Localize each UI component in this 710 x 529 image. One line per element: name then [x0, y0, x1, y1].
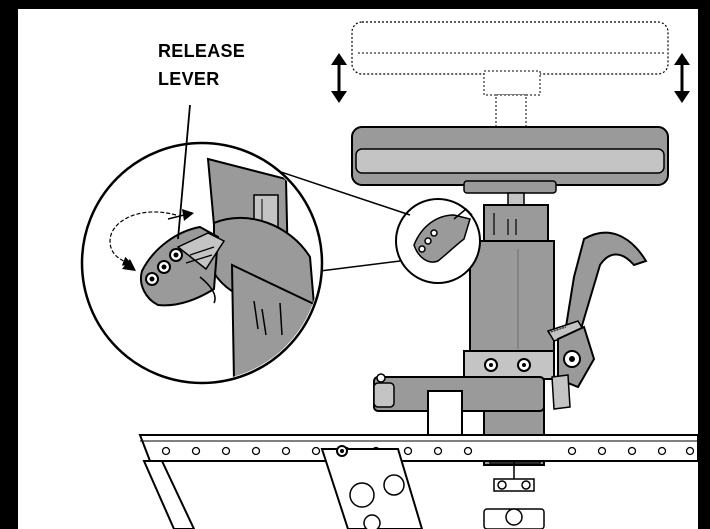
callout-line-2: LEVER [158, 69, 220, 89]
illustration-panel: RELEASE LEVER [18, 9, 698, 529]
up-down-arrow-icon [331, 53, 347, 103]
release-lever-callout: RELEASE LEVER [158, 37, 245, 93]
callout-line-1: RELEASE [158, 41, 246, 61]
lower-fitting [483, 461, 545, 529]
rotate-arrow-icon [109, 209, 194, 271]
callout-leader-line [177, 104, 191, 240]
perforated-rail [138, 434, 698, 462]
small-detail-circle [395, 198, 481, 284]
raised-headrest-outline [351, 21, 669, 134]
release-lever [546, 231, 648, 410]
headrest-pad [351, 126, 669, 194]
horizontal-tube [373, 373, 545, 440]
up-down-arrow-icon [674, 53, 690, 103]
mounting-plate [142, 445, 424, 529]
magnified-detail [80, 141, 324, 385]
headrest-diagram [80, 21, 698, 529]
